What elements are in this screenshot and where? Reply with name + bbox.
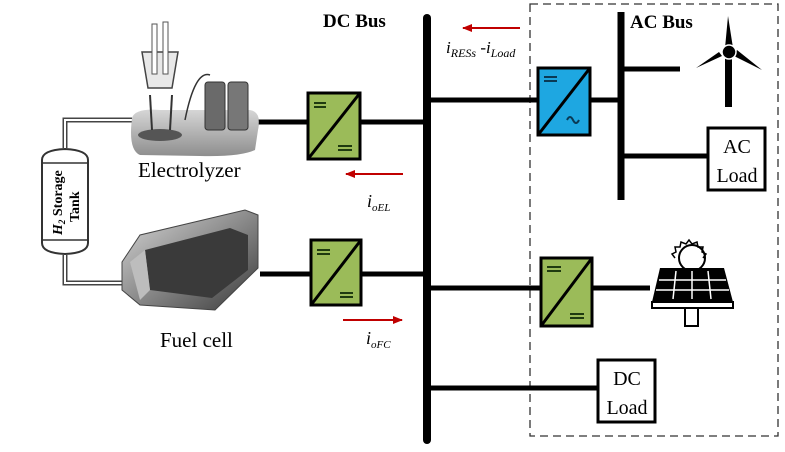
wind-turbine-icon bbox=[696, 16, 762, 107]
current-oel-label: ioEL bbox=[367, 191, 390, 214]
dc-bus-label: DC Bus bbox=[323, 11, 386, 32]
ac-load-box: AC Load bbox=[706, 126, 767, 192]
electrolyzer-image bbox=[131, 21, 259, 157]
dc-load-label-1: DC bbox=[613, 368, 641, 390]
dcdc-converter-fuel-cell bbox=[309, 238, 363, 307]
ac-load-label-1: AC bbox=[723, 136, 751, 158]
solar-panel-icon bbox=[651, 238, 734, 327]
ac-load-label-2: Load bbox=[716, 165, 757, 187]
fuel-cell-label: Fuel cell bbox=[160, 328, 233, 352]
dcac-inverter bbox=[536, 66, 592, 137]
dcdc-converter-pv bbox=[539, 256, 594, 328]
tank-label: H2 Storage bbox=[51, 170, 67, 236]
dcdc-converter-electrolyzer bbox=[306, 91, 362, 161]
ac-zone-boundary bbox=[529, 3, 779, 437]
dc-load-label-2: Load bbox=[606, 397, 647, 419]
tank-label-2: Tank bbox=[68, 191, 83, 222]
dc-load-box: DC Load bbox=[596, 358, 657, 424]
h2-storage-tank: H2 Storage Tank bbox=[41, 117, 132, 286]
current-res-load-label: iRESs -iLoad bbox=[446, 38, 516, 60]
current-ofc-label: ioFC bbox=[366, 328, 391, 351]
electrolyzer-label: Electrolyzer bbox=[138, 158, 241, 182]
ac-bus-label: AC Bus bbox=[630, 12, 693, 33]
fuel-cell-image bbox=[121, 209, 259, 311]
